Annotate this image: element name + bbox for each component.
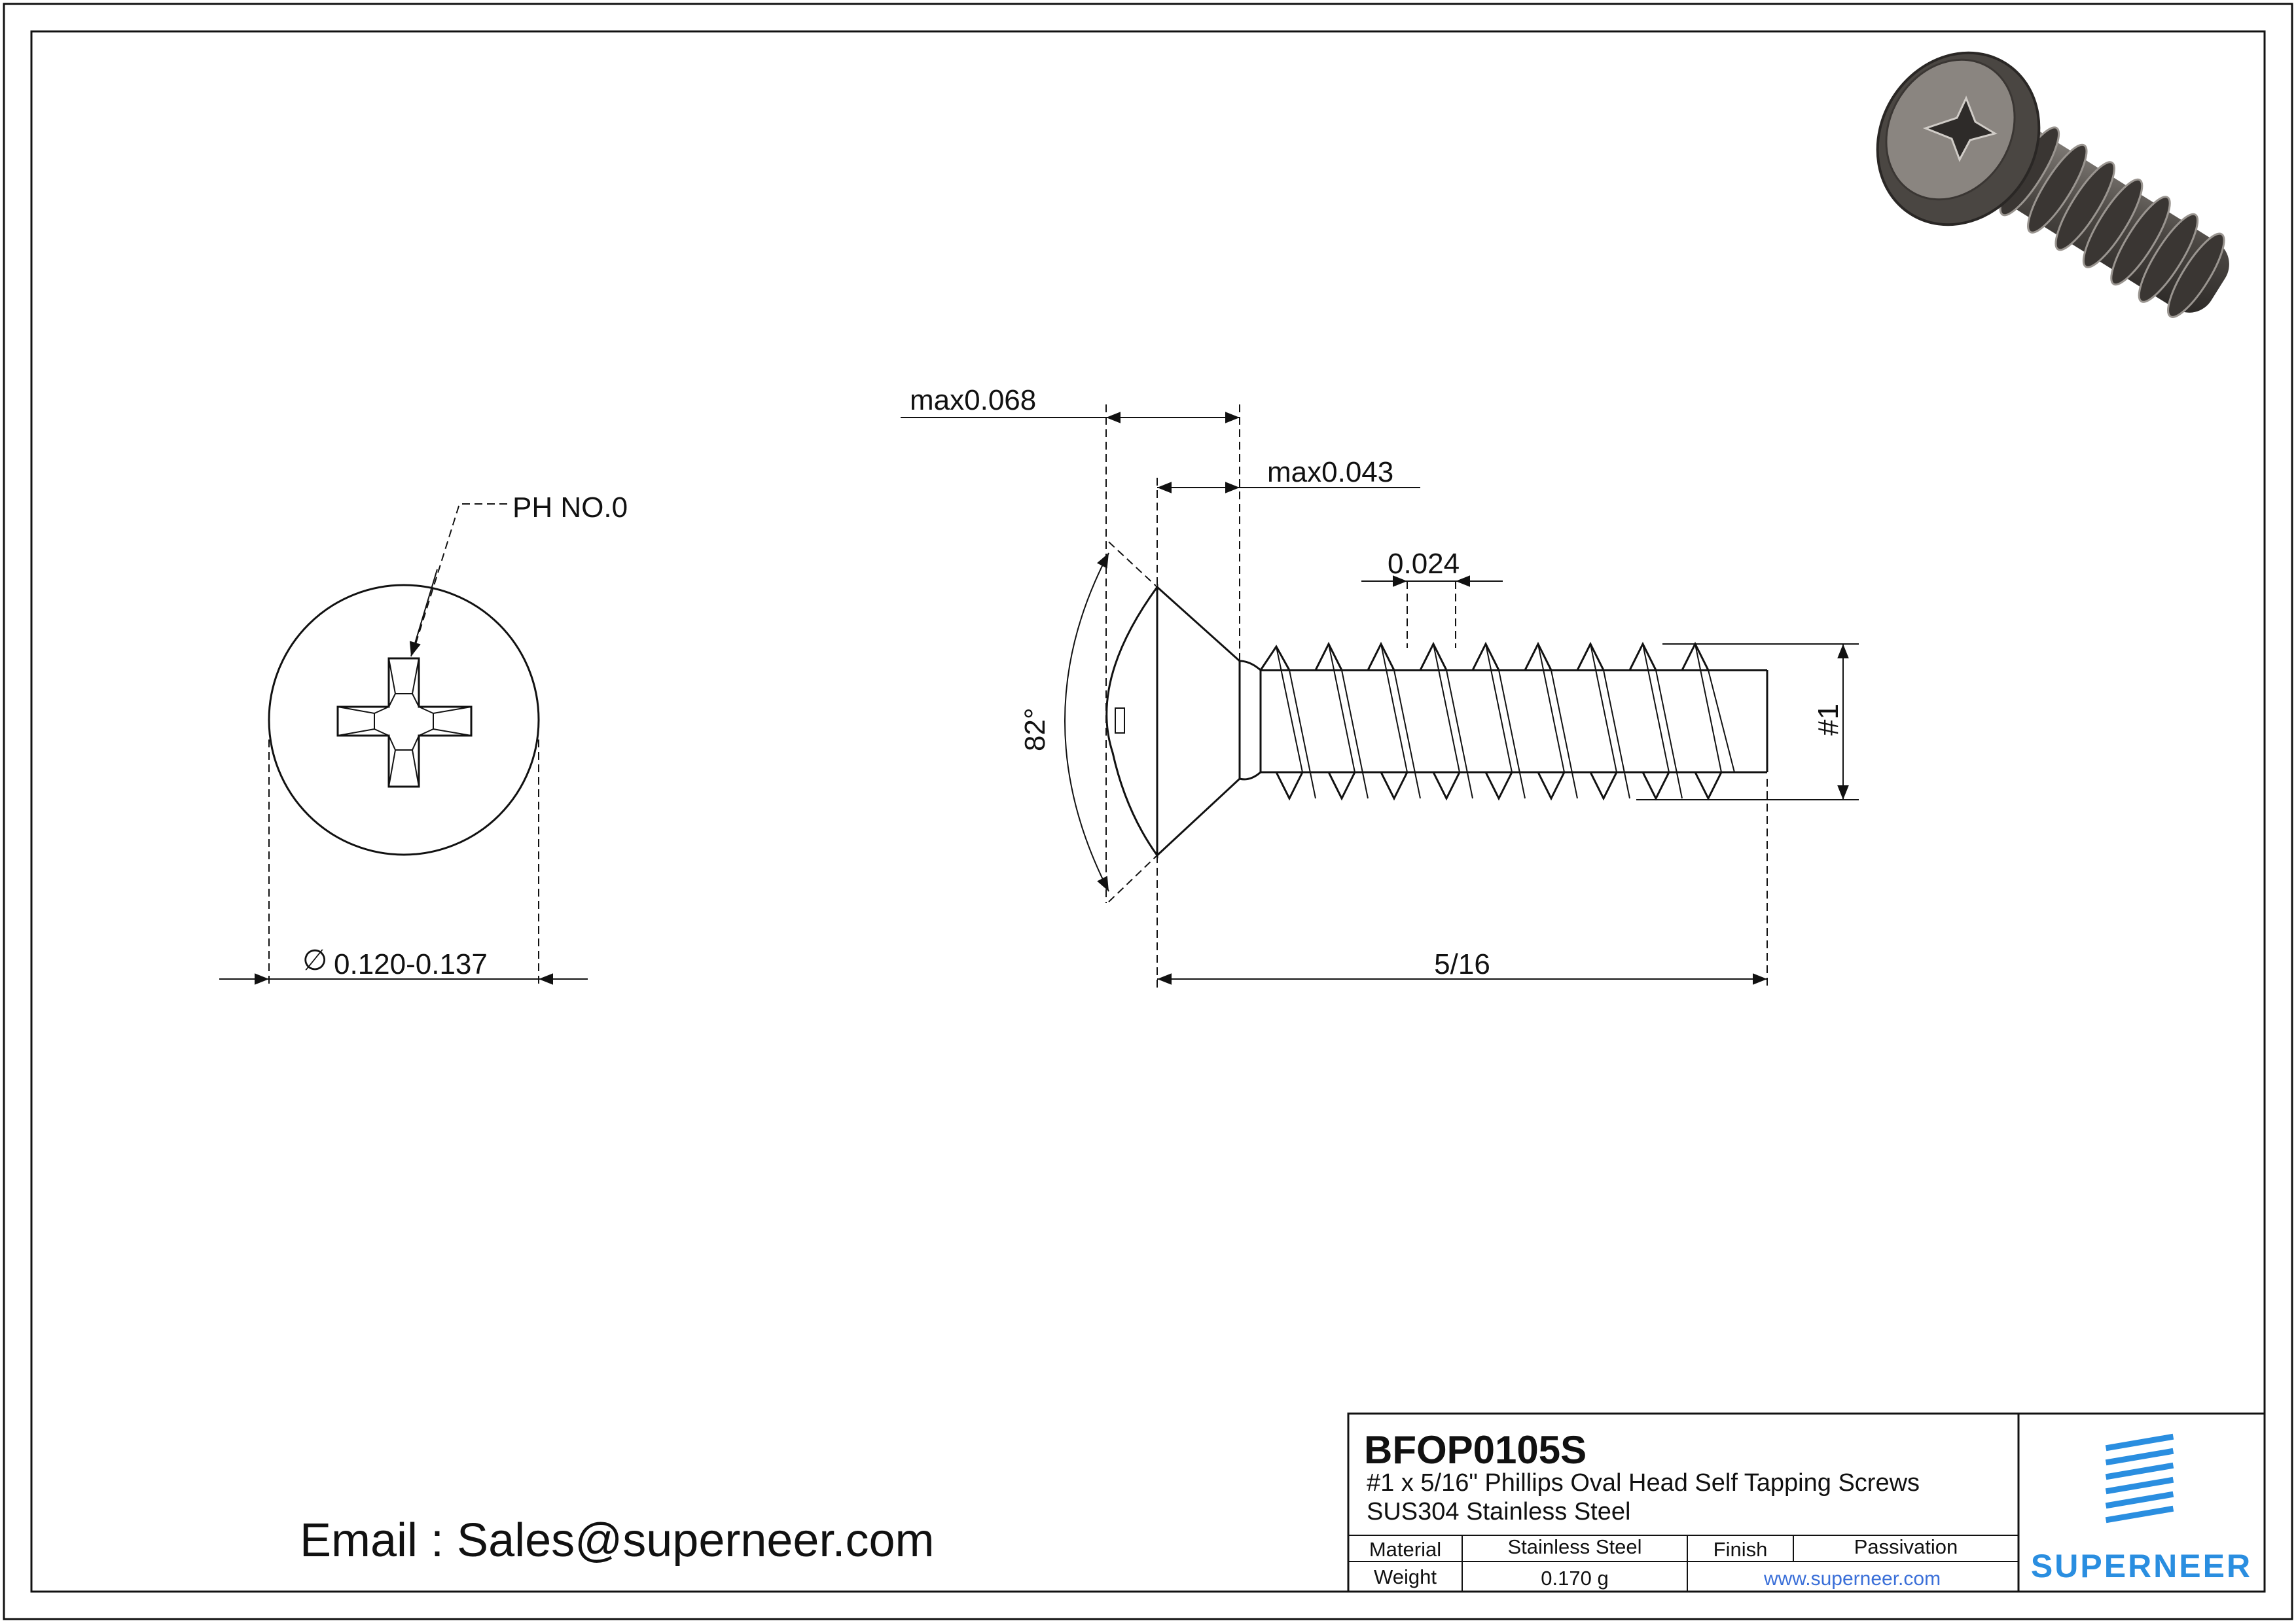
material-label: Material	[1369, 1538, 1441, 1561]
website-link[interactable]: www.superneer.com	[1763, 1568, 1941, 1590]
part-material-line: SUS304 Stainless Steel	[1367, 1498, 1630, 1525]
screw-side-view: max0.068 max0.043 0.024 82° #1 5/16	[901, 384, 1859, 988]
weight-label: Weight	[1374, 1565, 1437, 1588]
finish-label: Finish	[1713, 1538, 1768, 1561]
title-block: BFOP0105S #1 x 5/16" Phillips Oval Head …	[1347, 1412, 2266, 1593]
length-dimension: 5/16	[1434, 948, 1490, 980]
drive-type-label: PH NO.0	[512, 491, 628, 524]
part-number: BFOP0105S	[1364, 1428, 1587, 1472]
brand-name: SUPERNEER	[2031, 1548, 2252, 1584]
phillips-recess-icon	[336, 657, 473, 788]
finish-value: Passivation	[1854, 1535, 1958, 1558]
outer-border	[3, 3, 2293, 1620]
material-value: Stainless Steel	[1507, 1535, 1641, 1558]
contact-email[interactable]: Email : Sales@superneer.com	[300, 1514, 935, 1567]
head-angle-dimension: 82°	[1019, 707, 1051, 751]
weight-value: 0.170 g	[1541, 1567, 1608, 1590]
head-height-dimension: max0.068	[910, 384, 1036, 416]
superneer-logo-icon	[2105, 1433, 2174, 1524]
screw-3d-render	[1876, 51, 2229, 318]
diameter-symbol: ∅	[302, 944, 327, 976]
head-front-view: PH NO.0 ∅ 0.120-0.137	[219, 491, 628, 988]
thread-pitch-dimension: 0.024	[1388, 548, 1460, 580]
countersink-depth-dimension: max0.043	[1267, 456, 1393, 488]
part-description: #1 x 5/16" Phillips Oval Head Self Tappi…	[1367, 1469, 1920, 1497]
head-diameter-dimension: 0.120-0.137	[334, 948, 488, 980]
thread-profile	[1259, 641, 1768, 801]
inner-border	[30, 30, 2266, 1593]
screw-size-dimension: #1	[1812, 704, 1844, 736]
